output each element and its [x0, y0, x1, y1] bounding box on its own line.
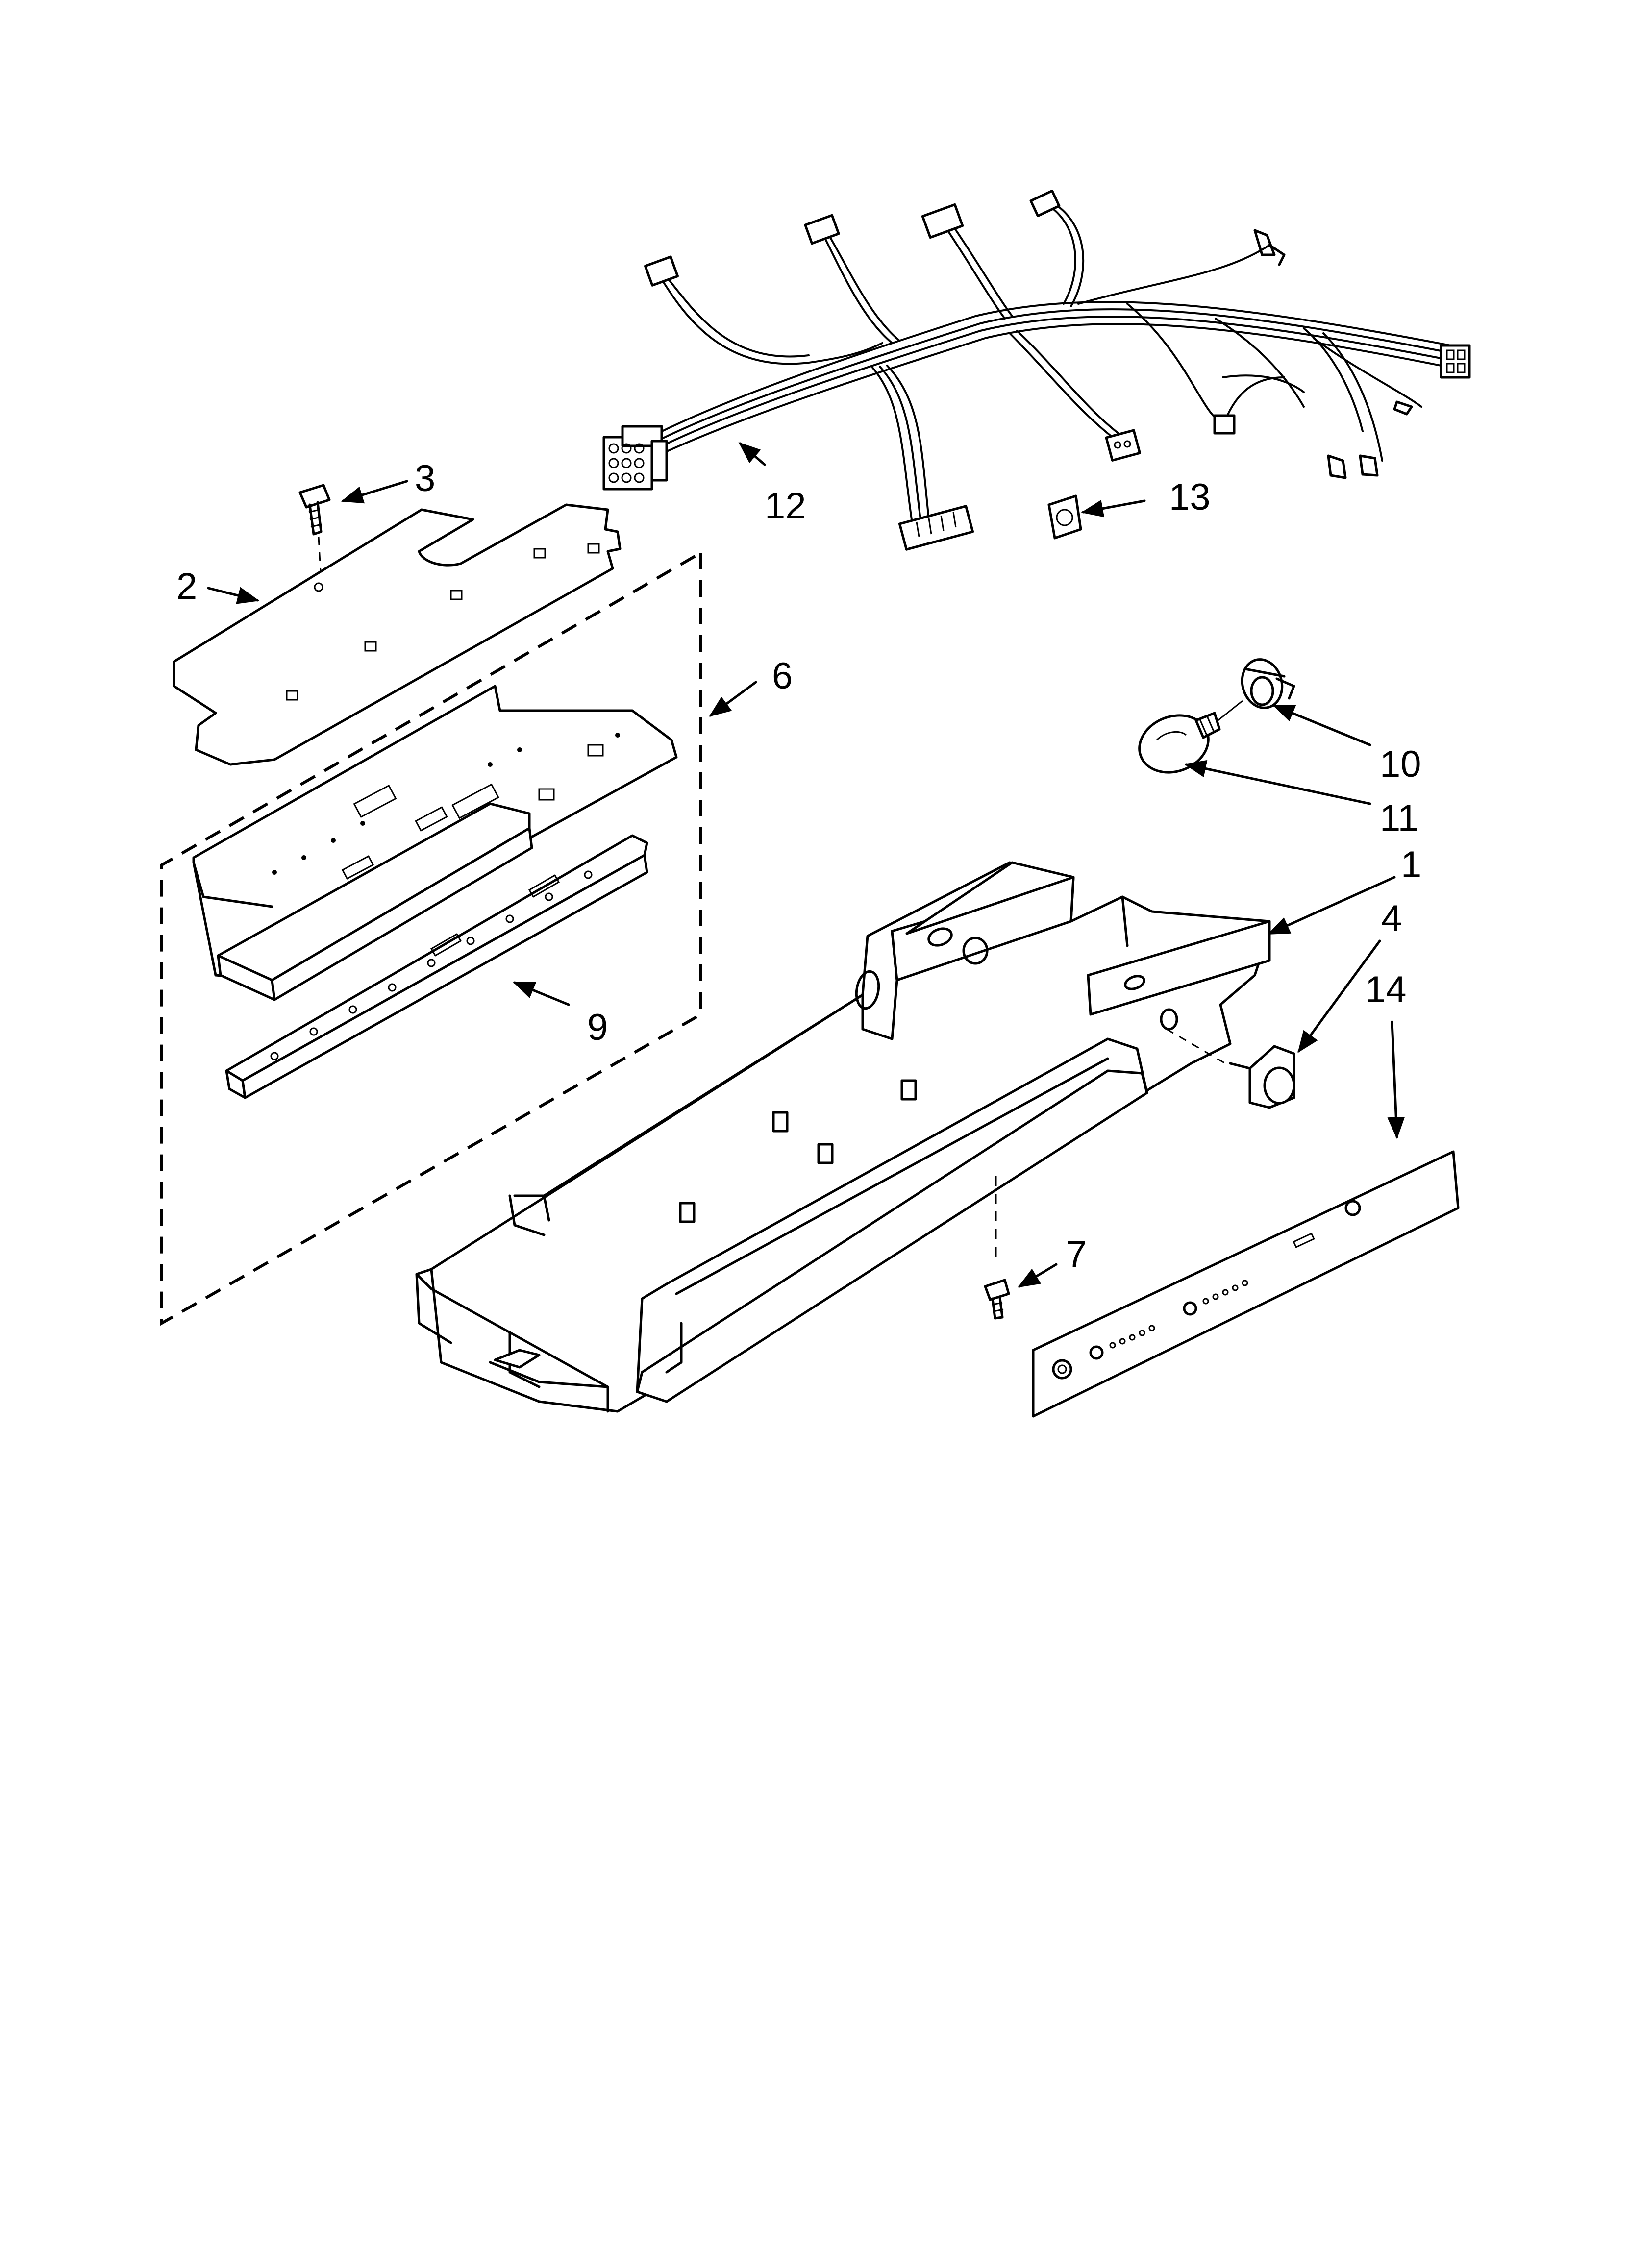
callout-12: 12 — [765, 485, 806, 527]
callout-labels: 1 2 3 4 6 7 9 10 11 12 13 14 — [176, 458, 1421, 1275]
screw-7 — [984, 1279, 1010, 1320]
keypad-board-9 — [225, 834, 648, 1099]
assembly-6-dashed-outline — [160, 550, 702, 1326]
callout-3: 3 — [415, 458, 435, 499]
callout-10: 10 — [1380, 743, 1421, 785]
callout-4: 4 — [1381, 898, 1402, 939]
callout-2: 2 — [176, 566, 197, 607]
callout-1: 1 — [1401, 844, 1421, 886]
callout-7: 7 — [1066, 1233, 1087, 1275]
wire-harness — [651, 202, 1452, 520]
callout-6: 6 — [772, 655, 793, 697]
callout-9: 9 — [587, 1007, 608, 1048]
control-overlay-14 — [1032, 1150, 1460, 1418]
callout-11: 11 — [1380, 797, 1418, 839]
callout-14: 14 — [1365, 969, 1407, 1011]
harness-connectors — [602, 189, 1471, 551]
control-housing-1 — [415, 861, 1271, 1413]
display-board — [217, 802, 533, 1001]
screw-3 — [298, 484, 331, 581]
light-bulb-11 — [1138, 712, 1221, 774]
callout-13: 13 — [1169, 476, 1211, 518]
lamp-socket-10 — [1218, 658, 1295, 721]
part-13-clip — [1047, 494, 1082, 540]
callout-leaders — [207, 442, 1405, 1288]
door-switch-4 — [1166, 1028, 1295, 1109]
shield-plate-2 — [173, 503, 622, 766]
